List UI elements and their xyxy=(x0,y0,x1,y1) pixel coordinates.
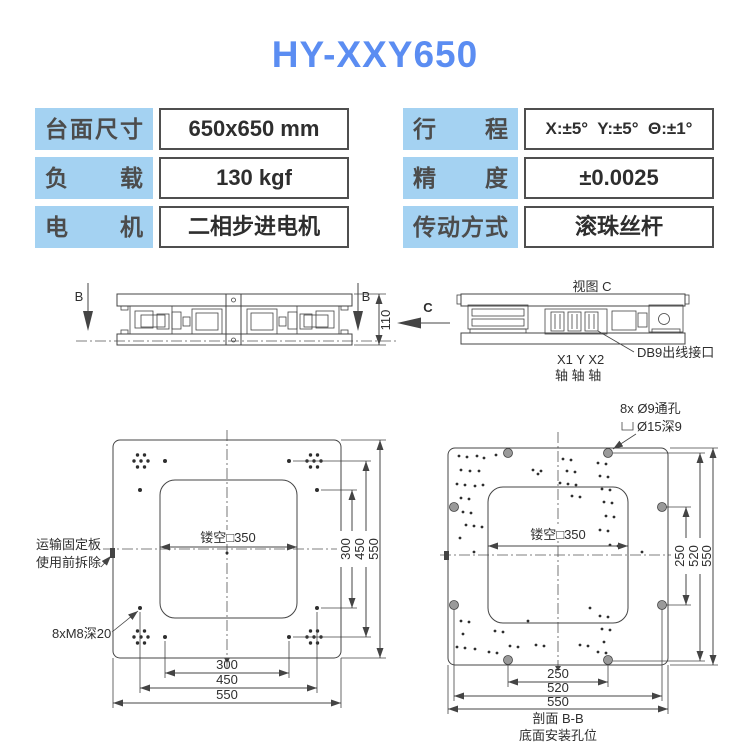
section-view-b-drawing: B B 110 C xyxy=(75,283,450,346)
page-title: HY-XXY650 xyxy=(271,34,479,75)
bottomview-dim-h-520: 520 xyxy=(547,680,569,695)
bottomview-dim-h-550: 550 xyxy=(547,694,569,709)
table-row: 精度 ±0.0025 xyxy=(403,157,714,199)
topview-dim-h-450: 450 xyxy=(216,672,238,687)
section-arrow-icon xyxy=(83,283,93,331)
spec-table-right: 行程 X:±5° Y:±5° Θ:±1° 精度 ±0.0025 传动方式 滚珠丝… xyxy=(403,108,714,255)
view-c-drawing: 视图 C xyxy=(456,279,714,383)
db9-connector-block xyxy=(544,308,608,335)
bottomview-hole-note-1: 8x Ø9通孔 xyxy=(620,401,681,416)
topview-dim-h-550: 550 xyxy=(216,687,238,702)
spec-value-drive: 滚珠丝杆 xyxy=(524,206,714,248)
section-arrow-icon xyxy=(353,283,363,331)
spec-table-left: 台面尺寸 650x650 mm 负载 130 kgf 电机 二相步进电机 xyxy=(35,108,349,255)
datum-marker xyxy=(555,666,561,671)
topview-dim-h-300: 300 xyxy=(216,657,238,672)
axis-labels-line2: 轴 轴 轴 xyxy=(555,368,601,383)
small-holes xyxy=(455,453,644,655)
spec-label-travel: 行程 xyxy=(403,108,518,150)
bottomview-caption-2: 底面安装孔位 xyxy=(519,728,597,743)
bottomview-dim-h-250: 250 xyxy=(547,666,569,681)
topview-dim-v-300: 300 xyxy=(338,538,353,560)
spec-label-load: 负载 xyxy=(35,157,153,199)
bottomview-hollow-dim: 镂空□350 xyxy=(530,527,586,542)
view-c-title: 视图 C xyxy=(572,279,611,294)
view-arrow-label-c: C xyxy=(423,300,433,315)
table-row: 台面尺寸 650x650 mm xyxy=(35,108,349,150)
topview-dim-v-450: 450 xyxy=(352,538,367,560)
spec-value-travel: X:±5° Y:±5° Θ:±1° xyxy=(524,108,714,150)
section-label-b-left: B xyxy=(75,289,84,304)
mounting-holes xyxy=(138,459,319,639)
axis-labels-line1: X1 Y X2 xyxy=(557,352,604,367)
bottom-view-drawing: 镂空□350 8x Ø9通孔 Ø15深9 250 520 550 xyxy=(440,401,718,743)
topview-transport-note-2: 使用前拆除 xyxy=(36,555,101,570)
transport-tab-marker xyxy=(444,551,449,560)
bottomview-dim-v-250: 250 xyxy=(672,545,687,567)
db9-port-label: DB9出线接口 xyxy=(637,345,714,360)
dim-height-110: 110 xyxy=(378,310,393,331)
view-direction-arrow-icon xyxy=(397,317,450,329)
bottomview-dim-v-550: 550 xyxy=(699,545,714,567)
topview-hollow-dim: 镂空□350 xyxy=(200,530,256,545)
section-label-b-right: B xyxy=(362,289,371,304)
spec-label-table-size: 台面尺寸 xyxy=(35,108,153,150)
table-row: 行程 X:±5° Y:±5° Θ:±1° xyxy=(403,108,714,150)
spec-value-table-size: 650x650 mm xyxy=(159,108,349,150)
spec-value-load: 130 kgf xyxy=(159,157,349,199)
table-row: 负载 130 kgf xyxy=(35,157,349,199)
spec-label-drive: 传动方式 xyxy=(403,206,518,248)
table-row: 传动方式 滚珠丝杆 xyxy=(403,206,714,248)
topview-transport-note-1: 运输固定板 xyxy=(36,537,101,552)
datum-marker xyxy=(224,658,230,663)
spec-value-motor: 二相步进电机 xyxy=(159,206,349,248)
bottomview-caption-1: 剖面 B-B xyxy=(532,711,583,726)
bottomview-hole-note-2: Ø15深9 xyxy=(637,419,682,434)
topview-thread-note: 8xM8深20 xyxy=(52,626,111,641)
counterbore-symbol-icon xyxy=(621,422,634,431)
topview-dim-v-550: 550 xyxy=(366,538,381,560)
spec-label-motor: 电机 xyxy=(35,206,153,248)
transport-tab-marker xyxy=(110,548,115,558)
top-view-drawing: 镂空□350 300 450 550 xyxy=(36,430,386,708)
bottomview-dim-v-520: 520 xyxy=(686,545,701,567)
spec-label-accuracy: 精度 xyxy=(403,157,518,199)
table-row: 电机 二相步进电机 xyxy=(35,206,349,248)
spec-value-accuracy: ±0.0025 xyxy=(524,157,714,199)
